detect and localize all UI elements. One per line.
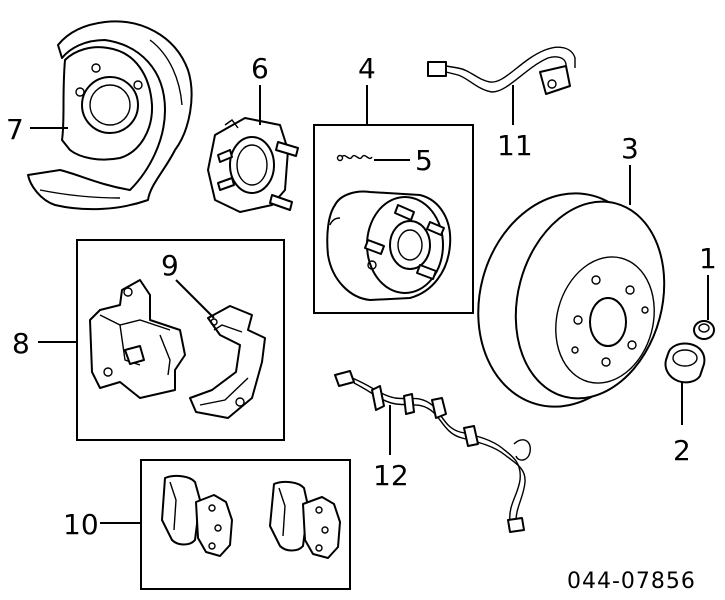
part-1-cap[interactable] [693, 320, 715, 340]
part-5-clip[interactable] [336, 154, 373, 162]
callout-7: 7 [6, 113, 24, 146]
callout-9: 9 [161, 249, 179, 282]
part-2-nut[interactable] [664, 342, 706, 384]
callout-8: 8 [12, 327, 30, 360]
diagram-code: 044-07856 [567, 569, 696, 594]
part-11-brake-hose[interactable] [427, 46, 576, 95]
part-4-hub-bearing[interactable] [326, 190, 452, 301]
part-9-bracket[interactable] [189, 305, 266, 419]
group-box-hub [313, 124, 474, 314]
part-7-dust-shield[interactable] [27, 20, 193, 211]
callout-4: 4 [358, 52, 376, 85]
callout-11: 11 [497, 129, 533, 162]
callout-10: 10 [63, 508, 99, 541]
callout-6: 6 [251, 52, 269, 85]
callout-1: 1 [699, 242, 717, 275]
part-6-carrier[interactable] [207, 117, 299, 213]
part-3-brake-disc[interactable] [455, 174, 685, 427]
callout-5: 5 [415, 144, 433, 177]
part-8-caliper[interactable] [89, 279, 186, 399]
part-10-pads-left[interactable] [161, 474, 233, 557]
part-12-sensor-wire[interactable] [334, 370, 531, 533]
part-10-pads-right[interactable] [269, 480, 341, 559]
group-box-pads [140, 459, 351, 590]
group-box-caliper [76, 239, 285, 441]
callout-12: 12 [373, 459, 409, 492]
callout-2: 2 [673, 434, 691, 467]
leader-lines [30, 85, 709, 524]
callout-3: 3 [621, 132, 639, 165]
